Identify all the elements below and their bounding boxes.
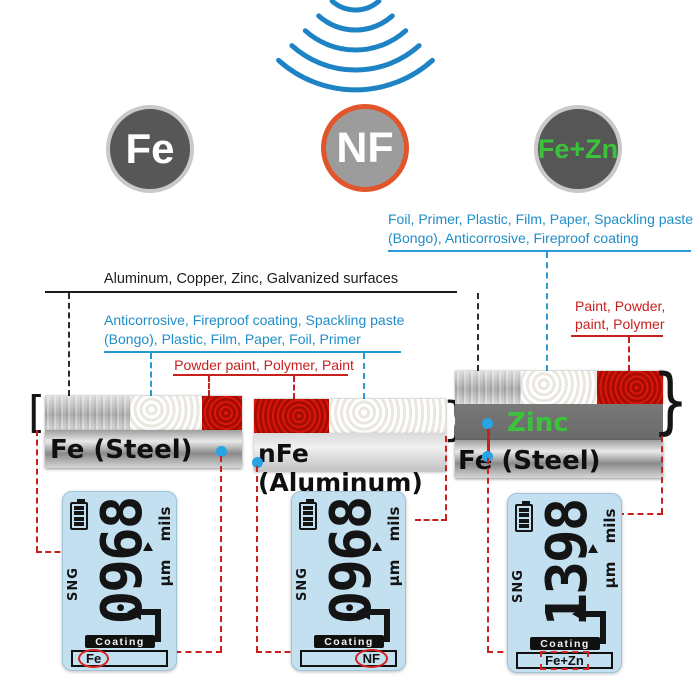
unit-marker-icon: [143, 542, 153, 551]
layer-paint-coating: [202, 396, 242, 430]
leader-line: [546, 252, 548, 371]
probe-point-dot: [252, 457, 263, 468]
annotation-paints-mid: Powder paint, Polymer, Paint: [174, 357, 354, 373]
probe-label: Fe: [125, 125, 175, 172]
gauge-display-nf: SNG 0968 mils μm Coating NF: [291, 491, 406, 671]
leader-line: [293, 376, 295, 399]
probe-circle-nf: NF: [321, 104, 409, 192]
bracket-right: }: [652, 357, 689, 443]
substrate-steel-1: Fe (Steel): [45, 430, 242, 468]
substrate-aluminum: nFe (Aluminum): [254, 433, 446, 497]
substrate-code: Fe+Zn: [540, 651, 589, 670]
leader-line: [150, 353, 152, 396]
connector-line: [415, 519, 447, 521]
annotation-coatings-left: Anticorrosive, Fireproof coating, Spackl…: [104, 312, 405, 347]
substrate-code: NF: [354, 649, 388, 668]
layer-paste-coating: [130, 396, 202, 430]
connector-line: [36, 430, 38, 552]
underline: [571, 335, 663, 337]
probe-label: NF: [336, 123, 394, 172]
gauge-display-fe: SNG 0968 mils μm Coating Fe: [62, 491, 177, 671]
substrate-select-box: Fe: [71, 649, 168, 668]
leader-line: [477, 293, 479, 371]
connector-line: [487, 458, 489, 652]
gauge-display-fezn: SNG 1398 mils μm Coating Fe+Zn: [507, 493, 622, 673]
underline: [104, 351, 401, 353]
annotation-metals: Aluminum, Copper, Zinc, Galvanized surfa…: [103, 271, 399, 287]
connector-line: [618, 513, 663, 515]
bracket-left: [: [28, 387, 46, 438]
connector-line: [661, 436, 663, 514]
connector-line: [445, 436, 447, 520]
mode-label: SNG: [65, 567, 81, 601]
unit-mils-label: mils: [601, 508, 619, 544]
underline: [45, 291, 457, 293]
leader-line: [628, 337, 630, 371]
substrate-name: Fe (Steel): [50, 435, 193, 465]
leader-line: [68, 293, 70, 396]
function-label: Coating: [530, 637, 600, 650]
coating-strip-1: [45, 396, 242, 430]
underline: [388, 250, 691, 252]
function-label: Coating: [85, 635, 155, 648]
probe-point-dot: [482, 418, 493, 429]
unit-mils-label: mils: [385, 506, 403, 542]
coating-strip-2: [254, 399, 446, 433]
substrate-select-box: NF: [300, 649, 397, 668]
probe-point-dot: [216, 446, 227, 457]
unit-um-label: μm: [601, 561, 619, 589]
connector-line: [220, 456, 222, 652]
zinc-label: Zinc: [507, 408, 569, 438]
unit-marker-icon: [372, 542, 382, 551]
function-label: Coating: [314, 635, 384, 648]
coating-strip-3: [455, 371, 663, 404]
unit-mils-label: mils: [156, 506, 174, 542]
annotation-coatings-right: Foil, Primer, Plastic, Film, Paper, Spac…: [388, 211, 693, 246]
annotation-paints-right: Paint, Powder, paint, Polymer: [575, 298, 666, 332]
layer-metal-coating: [455, 371, 521, 404]
layer-paste-coating: [329, 399, 446, 433]
battery-icon: [299, 499, 317, 530]
substrate-code: Fe: [78, 649, 110, 668]
layer-paste-coating: [521, 371, 597, 404]
probe-circle-fezn: Fe+Zn: [534, 105, 622, 193]
battery-icon: [70, 499, 88, 530]
probe-point-dot: [482, 451, 493, 462]
substrate-name: Fe (Steel): [458, 446, 601, 476]
layer-paint-coating: [597, 371, 663, 404]
underline: [173, 374, 348, 376]
probe-circle-fe: Fe: [106, 105, 194, 193]
mode-label: SNG: [294, 567, 310, 601]
leader-line: [363, 353, 365, 399]
layer-metal-coating: [45, 396, 130, 430]
unit-um-label: μm: [156, 559, 174, 587]
substrate-select-box: Fe+Zn: [516, 651, 613, 670]
unit-marker-icon: [588, 544, 598, 553]
wifi-signal-icon: [276, 0, 435, 93]
mode-label: SNG: [510, 569, 526, 603]
battery-icon: [515, 501, 533, 532]
unit-um-label: μm: [385, 559, 403, 587]
layer-paint-coating: [254, 399, 329, 433]
probe-label: Fe+Zn: [537, 133, 619, 164]
leader-line: [208, 376, 210, 396]
probe-line: [487, 424, 490, 456]
connector-line: [256, 466, 258, 652]
